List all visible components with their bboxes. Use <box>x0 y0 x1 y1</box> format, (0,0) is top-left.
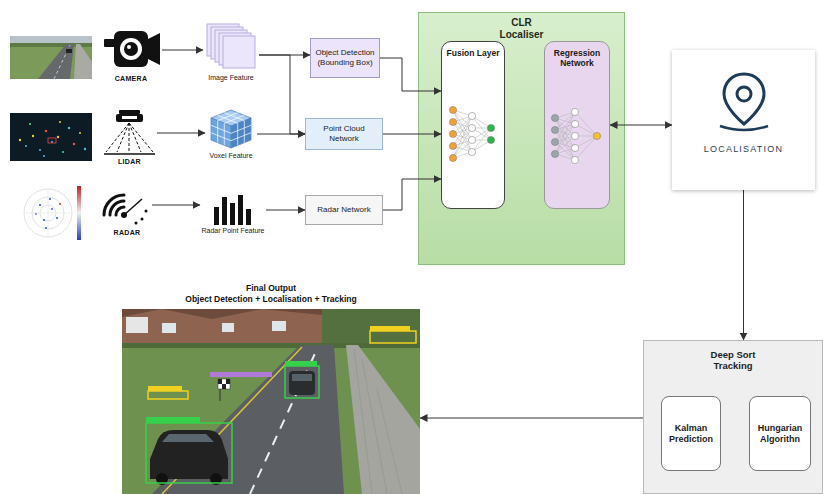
camera-thumbnail <box>10 36 92 79</box>
panel-title: Deep Sort Tracking <box>697 349 769 372</box>
location-pin <box>714 68 774 132</box>
heading-text: Object Detection + Localisation + Tracki… <box>122 294 420 305</box>
flow-arrow <box>266 210 305 211</box>
network-box: Regression Network <box>544 41 610 209</box>
network-box: Fusion Layer <box>441 41 505 209</box>
box-title: Regression Network <box>545 42 609 68</box>
box-title: Fusion Layer <box>442 42 504 58</box>
output-label: LOCALISATION <box>704 144 783 154</box>
regression-network <box>545 84 607 194</box>
radar-sensor: RADAR <box>102 185 152 236</box>
lidar-thumbnail <box>10 113 92 161</box>
image-feature: Image Feature <box>203 22 259 81</box>
voxel-feature: Voxel Feature <box>205 108 257 159</box>
flow-arrow <box>743 190 744 340</box>
box-label: Point Cloud Network <box>310 124 378 143</box>
heading-text: Final Output <box>122 283 420 294</box>
flow-arrow <box>259 55 305 134</box>
flow-arrow <box>162 50 203 51</box>
process-box: Hungarian Algorithn <box>749 396 811 471</box>
sensor-label: CAMERA <box>115 75 148 82</box>
lidar-sensor: LIDAR <box>102 108 157 165</box>
camera-icon <box>100 25 162 73</box>
radar-thumbnail <box>22 182 84 244</box>
box-label: Radar Network <box>317 205 370 215</box>
flow-arrow <box>420 418 643 419</box>
sensor-label: LIDAR <box>118 158 141 165</box>
module-panel: CLR LocaliserFusion Layer Regression Netw… <box>418 12 625 265</box>
box-label: Kalman Prediction <box>666 423 716 445</box>
voxel-cube <box>205 108 257 150</box>
lidar-icon <box>102 108 157 156</box>
feature-map-stack <box>203 22 259 72</box>
tracking-photo <box>122 309 420 494</box>
process-box: Object Detection (Bounding Box) <box>310 38 380 78</box>
feature-label: Radar Point Feature <box>201 227 264 234</box>
flow-arrow <box>157 133 205 134</box>
box-label: Hungarian Algorithn <box>754 423 806 445</box>
flow-arrow <box>259 55 310 56</box>
sensor-label: RADAR <box>114 229 141 236</box>
process-box: Kalman Prediction <box>661 396 721 471</box>
flow-arrow <box>152 205 200 206</box>
fusion-network <box>442 84 502 194</box>
radar-bars <box>200 193 266 225</box>
output-box: LOCALISATION <box>672 50 815 190</box>
module-panel: Deep Sort TrackingKalman Prediction Hunga… <box>643 340 823 494</box>
panel-title: CLR Localiser <box>500 17 544 40</box>
result-panel: Final OutputObject Detection + Localisat… <box>122 283 420 494</box>
radar-feature: Radar Point Feature <box>200 193 266 234</box>
process-box: Radar Network <box>305 195 383 225</box>
camera-sensor: CAMERA <box>100 25 162 82</box>
process-box: Point Cloud Network <box>305 118 383 150</box>
feature-label: Image Feature <box>208 74 254 81</box>
radar-icon <box>102 185 152 227</box>
feature-label: Voxel Feature <box>209 152 252 159</box>
flow-arrow <box>257 134 305 135</box>
box-label: Object Detection (Bounding Box) <box>315 48 375 67</box>
